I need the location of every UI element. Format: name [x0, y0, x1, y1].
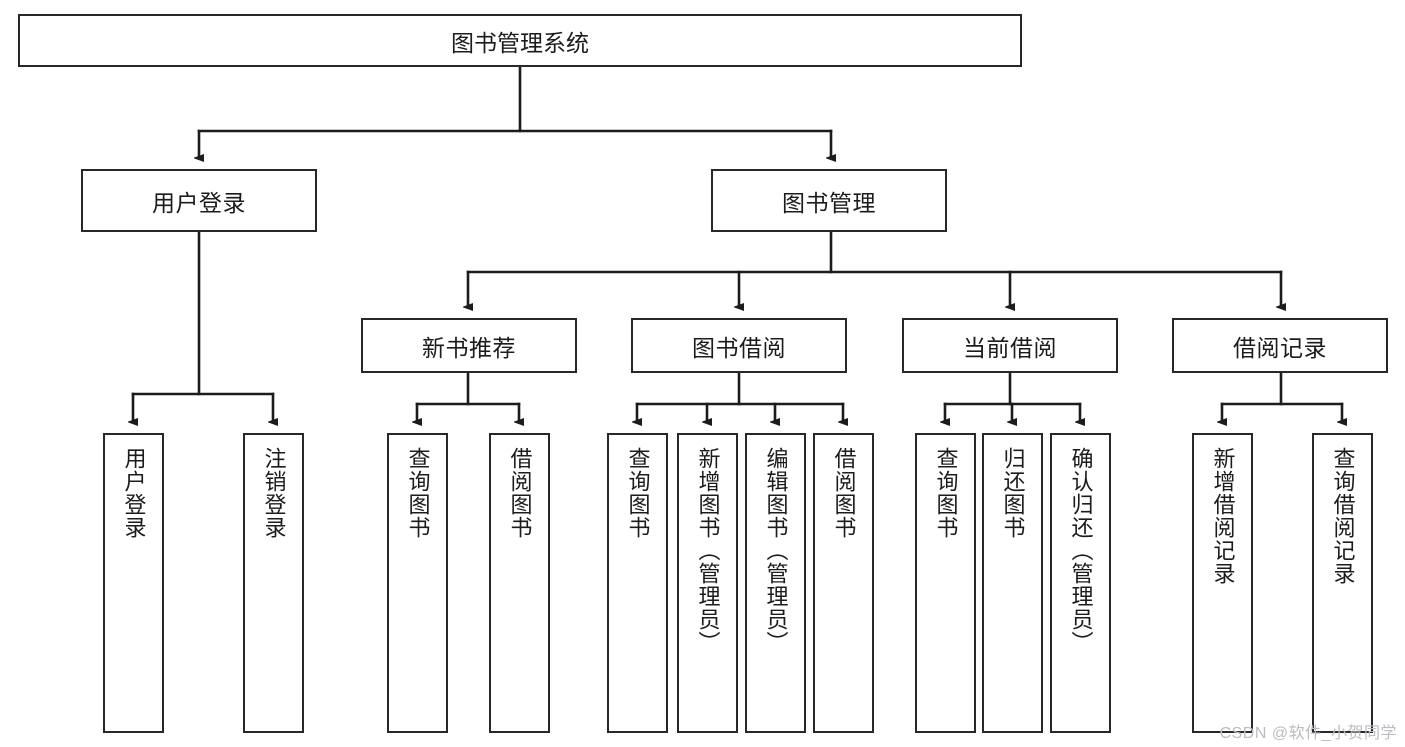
- node-leaf-query-book-1-label: 查询图书: [405, 447, 431, 539]
- node-leaf-add-book-label: 新增图书（管理员）: [695, 447, 721, 654]
- node-leaf-borrow-book-1[interactable]: 借阅图书: [489, 433, 550, 733]
- watermark: CSDN @软件_小贺同学: [1219, 725, 1397, 742]
- node-leaf-query-book-2-label: 查询图书: [625, 447, 651, 539]
- node-book-manage[interactable]: 图书管理: [711, 169, 947, 232]
- node-user-login[interactable]: 用户登录: [81, 169, 317, 232]
- node-leaf-confirm-return[interactable]: 确认归还（管理员）: [1050, 433, 1111, 733]
- node-borrow-record[interactable]: 借阅记录: [1172, 318, 1388, 373]
- node-leaf-add-book[interactable]: 新增图书（管理员）: [677, 433, 738, 733]
- node-leaf-query-record-label: 查询借阅记录: [1330, 447, 1356, 585]
- node-leaf-edit-book[interactable]: 编辑图书（管理员）: [745, 433, 806, 733]
- node-leaf-query-book-2[interactable]: 查询图书: [607, 433, 668, 733]
- node-new-book-recommend-label: 新书推荐: [422, 334, 516, 361]
- node-root-label: 图书管理系统: [451, 29, 589, 56]
- node-leaf-query-record[interactable]: 查询借阅记录: [1312, 433, 1373, 733]
- node-leaf-borrow-book-2-label: 借阅图书: [831, 447, 857, 539]
- node-leaf-add-record[interactable]: 新增借阅记录: [1192, 433, 1253, 733]
- node-borrow-record-label: 借阅记录: [1233, 334, 1327, 361]
- node-leaf-logout[interactable]: 注销登录: [243, 433, 304, 733]
- node-leaf-confirm-return-label: 确认归还（管理员）: [1068, 447, 1094, 654]
- node-leaf-logout-label: 注销登录: [261, 447, 287, 539]
- node-leaf-user-login-label: 用户登录: [121, 447, 147, 539]
- node-leaf-user-login[interactable]: 用户登录: [103, 433, 164, 733]
- node-leaf-return-book[interactable]: 归还图书: [982, 433, 1043, 733]
- node-leaf-query-book-3-label: 查询图书: [933, 447, 959, 539]
- node-book-borrow[interactable]: 图书借阅: [631, 318, 847, 373]
- node-current-borrow-label: 当前借阅: [963, 334, 1057, 361]
- node-leaf-query-book-1[interactable]: 查询图书: [387, 433, 448, 733]
- node-root[interactable]: 图书管理系统: [18, 14, 1022, 67]
- node-user-login-label: 用户登录: [152, 189, 246, 216]
- node-book-borrow-label: 图书借阅: [692, 334, 786, 361]
- node-leaf-borrow-book-2[interactable]: 借阅图书: [813, 433, 874, 733]
- node-leaf-edit-book-label: 编辑图书（管理员）: [763, 447, 789, 654]
- node-leaf-borrow-book-1-label: 借阅图书: [507, 447, 533, 539]
- node-current-borrow[interactable]: 当前借阅: [902, 318, 1118, 373]
- node-new-book-recommend[interactable]: 新书推荐: [361, 318, 577, 373]
- node-book-manage-label: 图书管理: [782, 189, 876, 216]
- node-leaf-return-book-label: 归还图书: [1000, 447, 1026, 539]
- node-leaf-query-book-3[interactable]: 查询图书: [915, 433, 976, 733]
- node-leaf-add-record-label: 新增借阅记录: [1210, 447, 1236, 585]
